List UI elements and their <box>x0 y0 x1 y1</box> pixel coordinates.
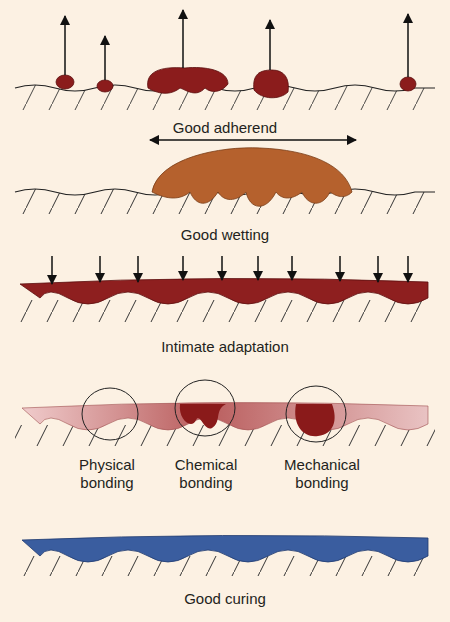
adhesive-spread <box>152 148 352 206</box>
caption-label: Physical bonding <box>63 456 151 492</box>
caption-label: Intimate adaptation <box>115 338 335 356</box>
adhesion-arrow <box>65 10 408 80</box>
wetting-panel <box>0 140 450 234</box>
mechanical-bond <box>295 404 334 436</box>
bond-circle <box>82 380 346 442</box>
caption-label: Mechanical bonding <box>273 456 371 492</box>
adherend-panel <box>0 10 450 128</box>
adhesive-layer <box>20 278 428 304</box>
pressure-arrow <box>52 256 408 284</box>
curing-panel <box>0 535 450 590</box>
adhesive-droplet <box>56 68 416 98</box>
caption-label: Good curing <box>125 590 325 608</box>
caption-label: Chemical bonding <box>162 456 250 492</box>
caption-label: Good wetting <box>125 226 325 244</box>
chemical-bond <box>180 404 226 429</box>
adaptation-panel <box>0 256 450 344</box>
caption-label: Good adherend <box>125 119 325 137</box>
cured-layer <box>22 535 428 562</box>
spread-arrow <box>150 139 356 141</box>
bonding-panel <box>0 380 450 466</box>
